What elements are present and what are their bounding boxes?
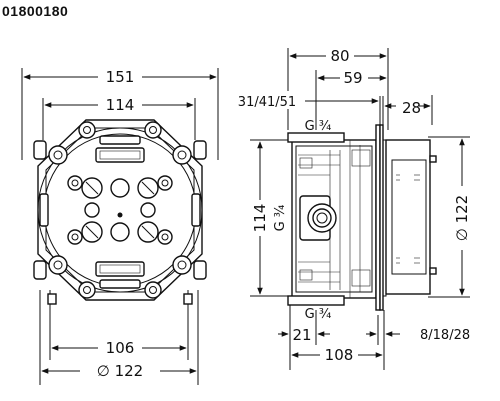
- dim-8-18-28: 8/18/28: [420, 328, 470, 343]
- front-view: 151 114 106 ∅ 122: [21, 66, 219, 385]
- dim-21: 21: [292, 326, 311, 344]
- side-port-icon: [299, 195, 337, 241]
- mounting-lug-icon: [33, 140, 207, 280]
- thread-label-mid: G ¾: [273, 204, 288, 231]
- dim-114-side: 114: [251, 204, 269, 233]
- product-code: 01800180: [2, 3, 69, 19]
- dim-59: 59: [343, 69, 362, 87]
- dim-28: 28: [402, 99, 421, 117]
- dim-108: 108: [325, 346, 354, 364]
- dim-80: 80: [330, 47, 349, 65]
- dim-114-front: 114: [106, 96, 135, 114]
- dim-106: 106: [106, 339, 135, 357]
- thread-label-bottom: G ¾: [305, 307, 332, 322]
- port-icon: [81, 177, 159, 243]
- dim-diameter-122-side: ∅ 122: [453, 195, 471, 241]
- dim-151: 151: [106, 68, 135, 86]
- side-view: 80 59 31/41/51 28 114 G ¾ ∅ 122 G ¾ G ¾ …: [229, 46, 471, 370]
- dim-diameter-122-front: ∅ 122: [97, 362, 143, 380]
- thread-label-top: G ¾: [305, 119, 332, 134]
- screw-boss-icon: [48, 121, 192, 299]
- dim-31-41-51: 31/41/51: [238, 95, 296, 110]
